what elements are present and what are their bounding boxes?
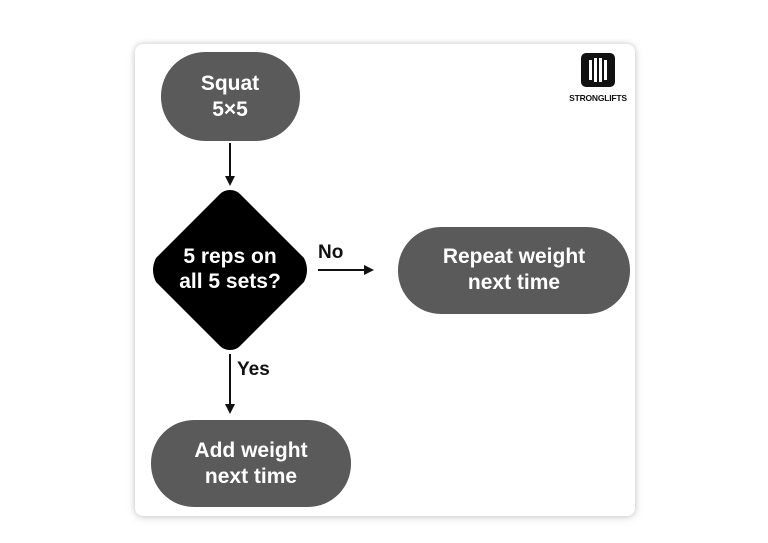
yes-outcome-line1: Add weight xyxy=(194,439,307,462)
yes-outcome-line2: next time xyxy=(205,465,297,488)
yes-outcome-node: Add weight next time xyxy=(151,420,351,507)
no-outcome-line1: Repeat weight xyxy=(443,245,585,268)
logo-text: STRONGLIFTS xyxy=(569,93,627,103)
yes-label: Yes xyxy=(237,359,270,380)
barbell-icon xyxy=(581,53,615,87)
no-label: No xyxy=(318,242,343,263)
decision-line1: 5 reps on xyxy=(183,245,276,268)
start-node: Squat 5×5 xyxy=(161,52,300,141)
start-node-line1: Squat xyxy=(201,72,259,95)
no-outcome-node: Repeat weight next time xyxy=(398,227,630,314)
stronglifts-logo: STRONGLIFTS xyxy=(569,53,628,103)
decision-line2: all 5 sets? xyxy=(179,270,281,293)
no-outcome-line2: next time xyxy=(468,271,560,294)
decision-node: 5 reps on all 5 sets? xyxy=(153,190,307,350)
start-node-line2: 5×5 xyxy=(212,98,248,121)
